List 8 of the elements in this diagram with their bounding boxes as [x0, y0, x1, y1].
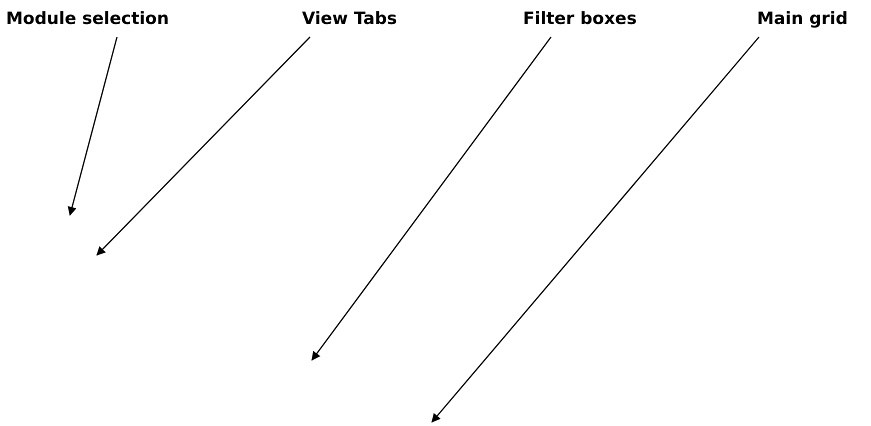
leader-line — [311, 36, 552, 361]
leader-line — [68, 36, 118, 216]
callout-label: Module selection — [6, 8, 169, 30]
callout-label: Main grid — [757, 8, 848, 30]
callout-label: View Tabs — [302, 8, 398, 30]
leader-line — [96, 36, 310, 256]
leader-line — [431, 36, 760, 423]
callout-label: Filter boxes — [523, 8, 637, 30]
